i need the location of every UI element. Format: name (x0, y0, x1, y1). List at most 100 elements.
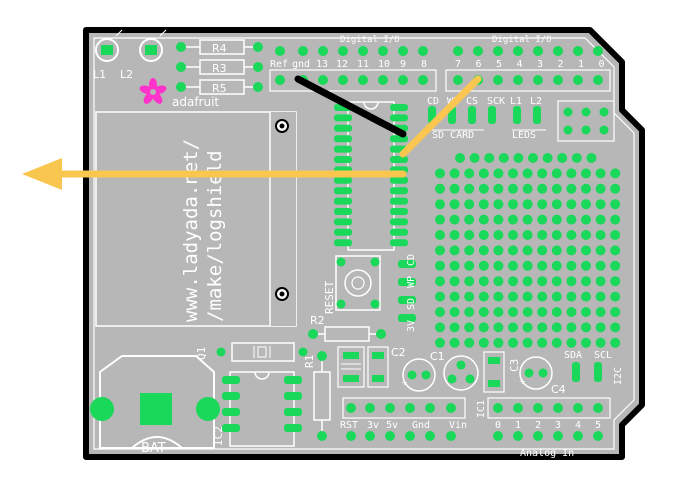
proto-pad (566, 337, 577, 348)
digital-pin-label: 13 (316, 59, 328, 70)
header-pad (453, 46, 463, 56)
proto-pad (537, 245, 548, 256)
capacitor-c3-electrolytic: + (519, 356, 553, 390)
header-pad (593, 403, 603, 413)
ic2-pads (222, 376, 302, 432)
ic-pad (334, 114, 352, 122)
header-pad (365, 403, 375, 413)
digital-pin-label: 1 (578, 59, 584, 70)
header-pad (446, 403, 456, 413)
proto-pad (581, 322, 591, 333)
proto-pad (537, 230, 548, 240)
sd-signal-header (428, 106, 541, 124)
header-pad (573, 431, 583, 441)
header-pad (378, 46, 388, 56)
proto-pad (551, 322, 562, 333)
yellow-wire-diagonal (399, 75, 482, 158)
proto-pad (610, 230, 621, 240)
proto-pad (493, 168, 504, 179)
header-pad (358, 46, 368, 56)
brand-label: adafruit (172, 95, 219, 109)
proto-pad (464, 183, 475, 194)
gnd-label: gnd (292, 59, 310, 70)
proto-pad (610, 276, 621, 287)
header-pad (418, 75, 428, 85)
ic-pad (334, 145, 352, 153)
proto-pad (595, 168, 606, 179)
proto-pad (522, 183, 533, 194)
proto-pad (508, 260, 518, 271)
proto-pad (610, 199, 621, 210)
proto-pad (566, 322, 577, 333)
proto-pad (449, 245, 460, 256)
regulator (443, 355, 479, 391)
ic-pad (334, 124, 352, 132)
proto-pad (581, 245, 591, 256)
proto-pad (595, 307, 606, 317)
3v-vertical-label: 3V (406, 320, 417, 332)
header-pad (298, 46, 308, 56)
header-pad (398, 260, 416, 268)
proto-pad (581, 260, 591, 271)
header-pad (418, 46, 428, 56)
proto-pad (595, 260, 606, 271)
proto-pad (435, 245, 445, 256)
header-pad (488, 106, 496, 124)
led-l2-label: L2 (120, 68, 133, 81)
proto-pad (595, 199, 606, 210)
ic2-label: IC2 (212, 426, 225, 446)
proto-pad (449, 214, 460, 225)
sd-status-header (398, 260, 416, 322)
scl-label: SCL (594, 350, 612, 361)
capacitor-c3-label: C3 (508, 359, 521, 372)
proto-pad (537, 199, 548, 210)
capacitor-c1-label: C1 (430, 350, 445, 363)
proto-pad (522, 337, 533, 348)
header-pad (468, 106, 476, 124)
proto-pad (508, 183, 518, 194)
proto-pad (522, 214, 533, 225)
header-pad (405, 403, 415, 413)
url-line-1: www.ladyada.net/ (180, 139, 202, 322)
proto-pad (522, 199, 533, 210)
header-pad (573, 46, 583, 56)
proto-pad (586, 153, 597, 163)
proto-pad (464, 168, 475, 179)
ic-pad (222, 408, 240, 416)
digital-pin-label: 9 (400, 59, 406, 70)
header-pad (533, 46, 543, 56)
proto-pad (435, 199, 445, 210)
header-pad (318, 46, 328, 56)
proto-pad (478, 260, 489, 271)
header-pad (493, 75, 503, 85)
proto-pad (435, 307, 445, 317)
proto-pad (595, 183, 606, 194)
proto-pad (478, 230, 489, 240)
header-pad (398, 75, 408, 85)
proto-pad (522, 168, 533, 179)
proto-pad (551, 214, 562, 225)
proto-pad (537, 322, 548, 333)
proto-pad (435, 291, 445, 302)
header-pad (593, 75, 603, 85)
header-pad (385, 431, 395, 441)
sd-card-label: SD CARD (432, 130, 474, 141)
proto-pad (566, 214, 577, 225)
ic-pad (334, 239, 352, 247)
url-line-2: /make/logshield (204, 150, 226, 322)
proto-pad (464, 291, 475, 302)
header-pad (573, 403, 583, 413)
ic-pad (390, 197, 408, 205)
icsp-header (563, 107, 609, 135)
proto-pad (522, 322, 533, 333)
power-pin-label: Gnd (412, 420, 430, 431)
digital-pin-label: 11 (357, 59, 369, 70)
ic-pad (284, 376, 302, 384)
proto-pad (595, 245, 606, 256)
proto-pad (449, 276, 460, 287)
proto-pad (566, 291, 577, 302)
proto-pad (551, 260, 562, 271)
proto-pad (493, 245, 504, 256)
header-pad (425, 403, 435, 413)
proto-pad (493, 307, 504, 317)
